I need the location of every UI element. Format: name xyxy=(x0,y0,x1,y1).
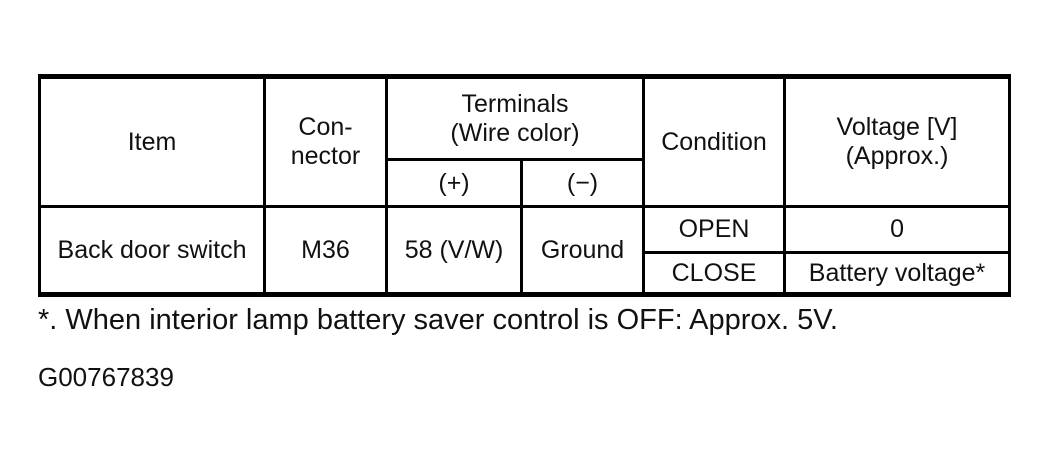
header-voltage: Voltage [V] (Approx.) xyxy=(783,75,1012,208)
header-condition: Condition xyxy=(642,75,787,208)
cell-condition-open: OPEN xyxy=(642,205,787,254)
cell-voltage-close: Battery voltage* xyxy=(783,251,1012,296)
footnote: *. When interior lamp battery saver cont… xyxy=(38,304,838,336)
figure-id: G00767839 xyxy=(38,362,174,392)
cell-condition-close: CLOSE xyxy=(642,251,787,296)
table-row-open: Back door switch M36 58 (V/W) Ground OPE… xyxy=(38,205,1012,296)
table-row-close: CLOSE Battery voltage* xyxy=(40,251,1012,296)
header-connector: Con- nector xyxy=(263,75,388,208)
header-terminal-minus: (−) xyxy=(519,158,646,208)
cell-terminal-minus: Ground xyxy=(519,205,646,296)
header-item: Item xyxy=(38,75,266,208)
header-terminals: Terminals (Wire color) xyxy=(384,75,646,161)
cell-item: Back door switch xyxy=(38,205,266,296)
cell-voltage-open: 0 xyxy=(783,205,1012,254)
header-terminal-plus: (+) xyxy=(385,158,523,208)
header-subrow: (+) (−) xyxy=(40,158,1010,208)
voltage-spec-table: Item Con- nector Terminals (Wire color) … xyxy=(38,74,1012,297)
cell-terminal-plus: 58 (V/W) xyxy=(385,205,523,296)
header-row: Item Con- nector Terminals (Wire color) … xyxy=(38,75,1012,208)
cell-connector: M36 xyxy=(263,205,388,296)
